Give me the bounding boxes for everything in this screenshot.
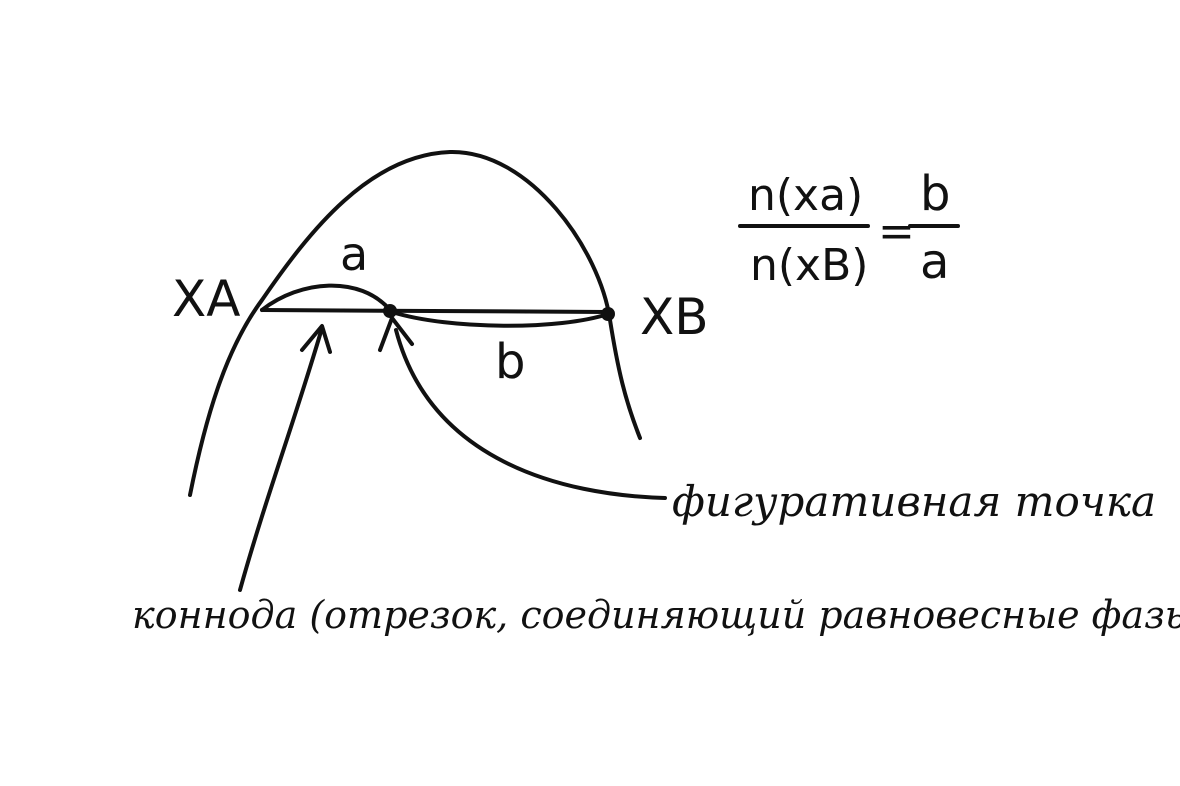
lever-arc-a [260, 283, 392, 312]
label-tie-line: коннода (отрезок, соединяющий равновесны… [132, 593, 1180, 637]
formula-numerator: n(xa) [748, 170, 863, 221]
tieline-arrow-head [300, 324, 332, 354]
label-a: a [340, 227, 368, 281]
tieline-arrow [238, 326, 324, 592]
label-xa: XA [172, 270, 240, 328]
phase-boundary-curve [188, 149, 642, 497]
point-arrow [394, 328, 667, 500]
figurative-point [383, 304, 397, 318]
formula-denominator: n(xB) [750, 240, 868, 291]
point-arrow-head [378, 316, 414, 352]
label-figurative-point: фигуративная точка [672, 477, 1156, 526]
label-xb: XB [640, 288, 709, 346]
tie-line [260, 308, 610, 314]
formula-equals: = [878, 206, 915, 257]
formula-rhs-numerator: b [920, 166, 950, 222]
phase-point-b [601, 307, 615, 321]
label-b: b [495, 334, 525, 390]
formula-rhs-denominator: a [920, 234, 949, 290]
lever-arc-b [390, 310, 610, 328]
